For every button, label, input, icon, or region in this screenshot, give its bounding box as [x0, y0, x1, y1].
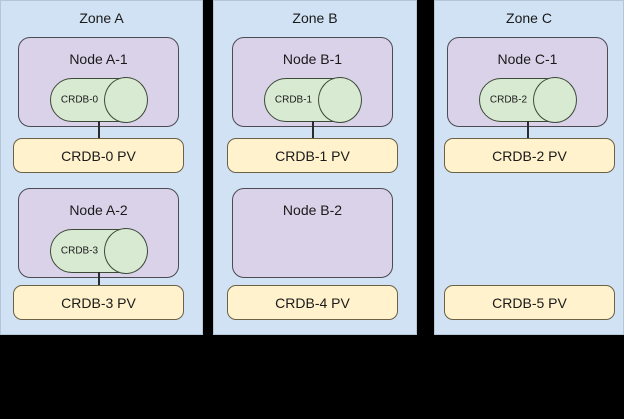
pod-crdb-3[interactable]: CRDB-3 — [50, 228, 148, 274]
pv-label-crdb-1: CRDB-1 PV — [275, 147, 350, 164]
pv-box-crdb-3[interactable]: CRDB-3 PV — [13, 285, 184, 320]
node-box-a-1[interactable]: Node A-1 CRDB-0 — [18, 37, 179, 127]
node-box-b-2[interactable]: Node B-2 — [232, 188, 393, 278]
zone-title-a: Zone A — [79, 10, 124, 26]
connector-a-1 — [98, 121, 100, 139]
node-label-b-2: Node B-2 — [282, 202, 343, 218]
zone-title-c: Zone C — [506, 10, 552, 26]
connector-c-1 — [527, 121, 529, 139]
node-label-a-1: Node A-1 — [69, 51, 128, 67]
pv-box-crdb-2[interactable]: CRDB-2 PV — [444, 138, 615, 173]
pv-box-crdb-5[interactable]: CRDB-5 PV — [444, 285, 615, 320]
pv-label-crdb-2: CRDB-2 PV — [492, 147, 567, 164]
pod-label-crdb-2: CRDB-2 — [489, 94, 528, 106]
pod-crdb-1[interactable]: CRDB-1 — [264, 77, 362, 123]
pod-crdb-0[interactable]: CRDB-0 — [50, 77, 148, 123]
pod-crdb-2[interactable]: CRDB-2 — [479, 77, 577, 123]
node-box-c-1[interactable]: Node C-1 CRDB-2 — [447, 37, 608, 127]
pv-label-crdb-3: CRDB-3 PV — [61, 294, 136, 311]
zone-panel-c: Zone C Node C-1 CRDB-2 CRDB-2 PV CRDB-5 … — [434, 0, 624, 335]
node-label-b-1: Node B-1 — [282, 51, 343, 67]
pv-box-crdb-4[interactable]: CRDB-4 PV — [227, 285, 398, 320]
zone-panel-b: Zone B Node B-1 CRDB-1 CRDB-1 PV Node B-… — [213, 0, 417, 335]
zone-title-b: Zone B — [292, 10, 338, 26]
pv-label-crdb-4: CRDB-4 PV — [275, 294, 350, 311]
pod-cylinder-cap — [318, 77, 362, 123]
node-box-b-1[interactable]: Node B-1 CRDB-1 — [232, 37, 393, 127]
connector-a-2 — [98, 272, 100, 290]
pv-label-crdb-5: CRDB-5 PV — [492, 294, 567, 311]
pv-box-crdb-1[interactable]: CRDB-1 PV — [227, 138, 398, 173]
zone-panel-a: Zone A Node A-1 CRDB-0 CRDB-0 PV Node A-… — [0, 0, 203, 335]
pv-label-crdb-0: CRDB-0 PV — [61, 147, 136, 164]
node-label-a-2: Node A-2 — [69, 202, 128, 218]
pod-label-crdb-3: CRDB-3 — [60, 245, 99, 257]
node-label-c-1: Node C-1 — [497, 51, 558, 67]
pod-label-crdb-0: CRDB-0 — [60, 94, 99, 106]
pod-cylinder-cap — [104, 228, 148, 274]
pv-box-crdb-0[interactable]: CRDB-0 PV — [13, 138, 184, 173]
node-box-a-2[interactable]: Node A-2 CRDB-3 — [18, 188, 179, 278]
pod-label-crdb-1: CRDB-1 — [274, 94, 313, 106]
pod-cylinder-cap — [533, 77, 577, 123]
pod-cylinder-cap — [104, 77, 148, 123]
connector-b-1 — [312, 121, 314, 139]
